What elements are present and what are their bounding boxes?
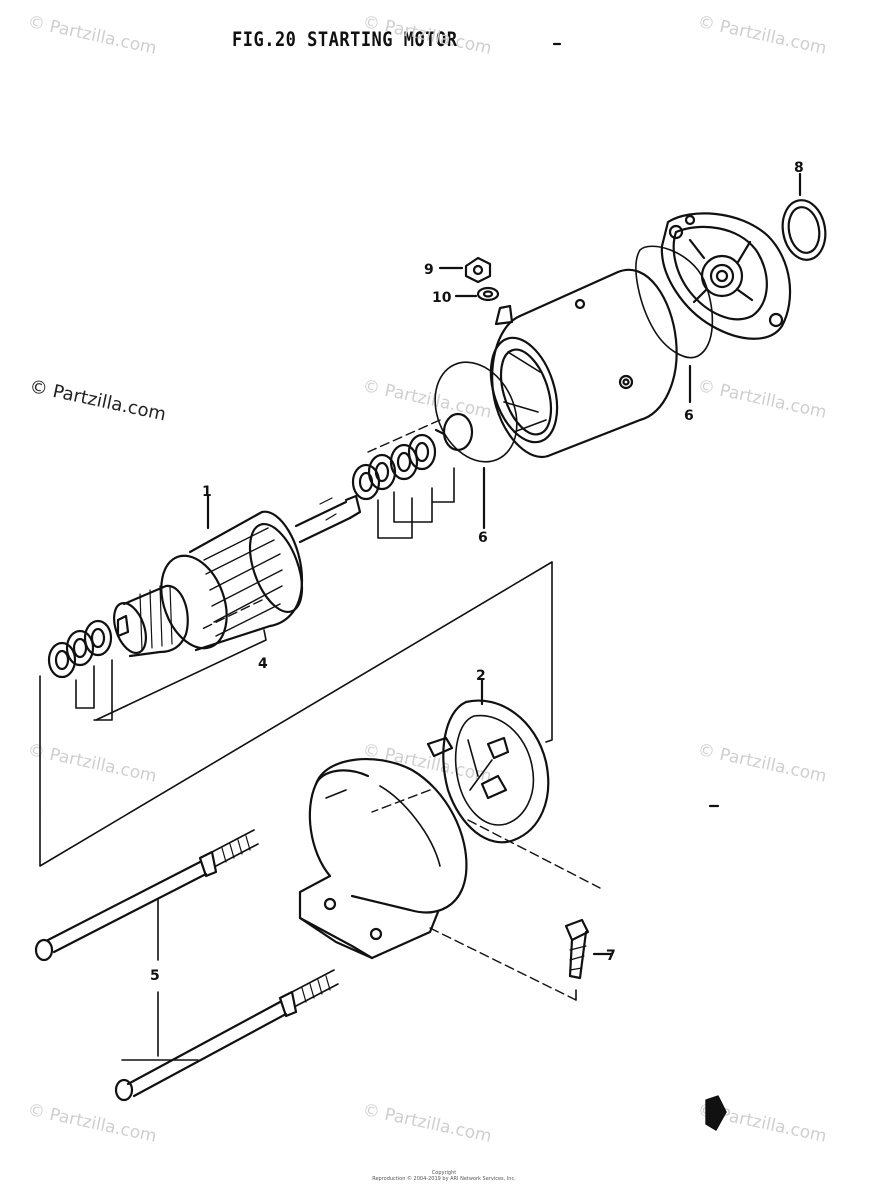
group-brackets: [39, 561, 577, 1061]
front-housing: [298, 758, 468, 960]
footer: Copyright Reproduction © 2004-2019 by AR…: [0, 1170, 888, 1182]
callout-4: 4: [258, 656, 268, 672]
footer-line-1: Copyright: [431, 1170, 457, 1176]
shaft-washers-top: [351, 433, 455, 539]
end-cover: [660, 212, 792, 340]
shaft-washers-bottom: [47, 619, 267, 721]
yoke-housing: [489, 268, 678, 459]
o-ring-part-8: [781, 172, 827, 261]
washer-part-10: [454, 286, 500, 302]
footer-line-2: Reproduction © 2004-2019 by ARI Network …: [372, 1176, 516, 1182]
brush-holder-part-2: [426, 678, 550, 844]
gasket-part-6-front: [434, 361, 518, 530]
alignment-lines: [199, 419, 601, 1001]
callout-8: 8: [794, 160, 804, 176]
bolt-part-7: [564, 918, 614, 980]
figure-title: FIG.20 STARTING MOTOR: [232, 28, 458, 52]
armature-part-1: [113, 494, 362, 658]
callout-9: 9: [424, 262, 434, 278]
callout-1: 1: [202, 484, 212, 500]
through-bolt-part-5-lower: [114, 969, 339, 1102]
gasket-part-6-rear: [635, 245, 714, 404]
corner-mark: [705, 1095, 727, 1131]
through-bolt-part-5-upper: [34, 829, 259, 962]
nut-part-9: [438, 256, 492, 284]
callout-6-rear: 6: [684, 408, 694, 424]
callout-2: 2: [476, 668, 486, 684]
callout-6-front: 6: [478, 530, 488, 546]
callout-7: 7: [606, 948, 616, 964]
callout-5: 5: [150, 968, 160, 984]
callout-10: 10: [432, 290, 452, 306]
